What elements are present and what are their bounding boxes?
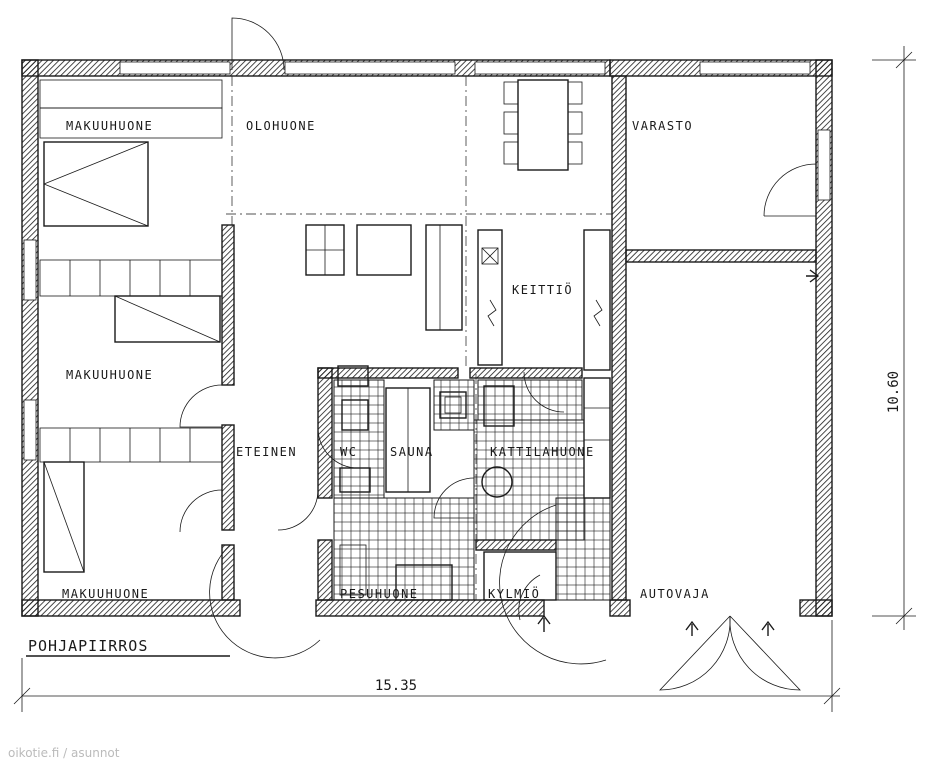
room-label-wc: WC xyxy=(340,445,357,459)
height-dimension-line xyxy=(872,46,916,630)
interior-walls xyxy=(221,75,817,601)
watermark: oikotie.fi / asunnot xyxy=(8,746,120,760)
room-label-kylmio: KYLMIÖ xyxy=(488,585,540,601)
room-label-autovaja: AUTOVAJA xyxy=(640,587,710,601)
room-label-kattilahuone: KATTILAHUONE xyxy=(490,445,595,459)
door-swings xyxy=(179,17,817,691)
width-dimension-line xyxy=(13,620,841,712)
room-label-pesuhuone: PESUHUONE xyxy=(340,587,419,601)
room-label-eteinen: ETEINEN xyxy=(236,445,297,459)
dining-table xyxy=(503,79,583,171)
wardrobes xyxy=(39,79,223,463)
kitchen-tall-units xyxy=(583,377,611,499)
living-room-furniture xyxy=(305,224,463,331)
room-label-olohuone: OLOHUONE xyxy=(246,119,316,133)
width-dimension-label: 15.35 xyxy=(375,678,417,694)
room-label-makuuhuone-2: MAKUUHUONE xyxy=(66,368,153,382)
plan-title: POHJAPIIRROS xyxy=(28,637,148,655)
kitchen-counters xyxy=(477,229,611,371)
entry-arrows xyxy=(537,269,820,636)
room-label-varasto: VARASTO xyxy=(632,119,693,133)
room-label-makuuhuone-3: MAKUUHUONE xyxy=(62,587,149,601)
construction-lines xyxy=(226,76,612,600)
beds xyxy=(43,141,221,573)
height-dimension-label: 10.60 xyxy=(886,371,902,413)
room-label-sauna: SAUNA xyxy=(390,445,434,459)
room-label-makuuhuone-1: MAKUUHUONE xyxy=(66,119,153,133)
room-label-keittio: KEITTIÖ xyxy=(512,281,573,297)
wet-areas xyxy=(333,365,611,601)
windows xyxy=(23,61,831,461)
